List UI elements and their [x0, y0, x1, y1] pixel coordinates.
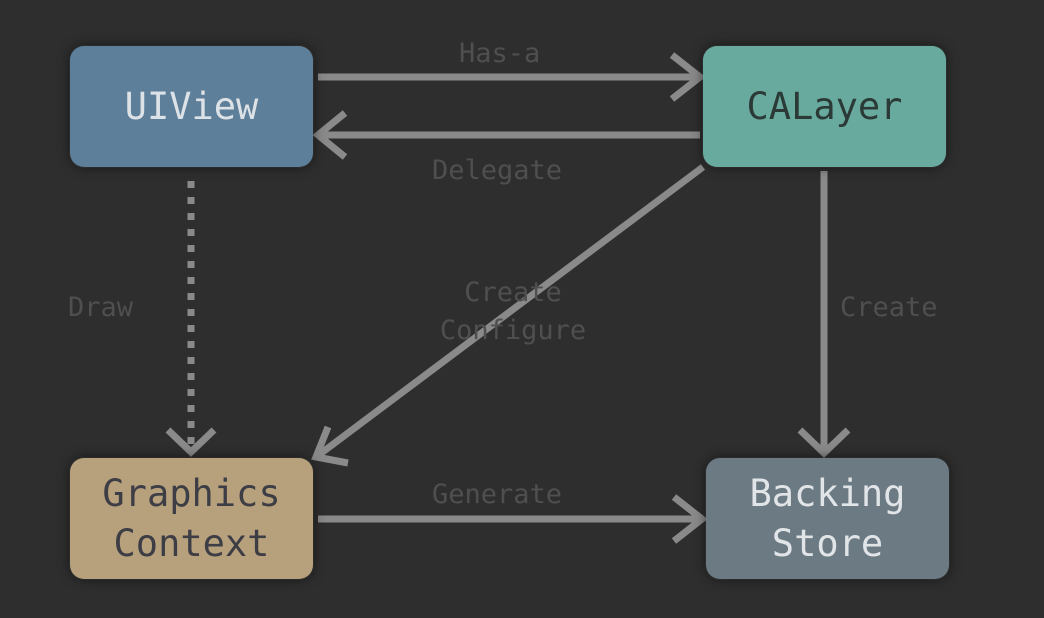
node-backing-store: Backing Store: [706, 458, 949, 579]
node-backing-store-label: Backing Store: [749, 471, 906, 565]
edge-generate-arrowhead: [671, 494, 708, 544]
edge-has-a-arrowhead: [669, 52, 706, 102]
edge-delegate: [312, 110, 700, 160]
edge-label-create-configure: Create Configure: [439, 277, 587, 346]
edge-create: [797, 171, 851, 458]
edge-draw-arrowhead: [165, 427, 217, 457]
edge-label-has-a: Has-a: [459, 38, 541, 69]
edge-label-draw: Draw: [68, 292, 134, 323]
node-graphics-context: Graphics Context: [70, 458, 313, 579]
edge-generate: [318, 494, 708, 544]
edge-draw: [165, 181, 217, 457]
edge-has-a: [318, 52, 706, 102]
node-graphics-context-label: Graphics Context: [102, 471, 281, 565]
node-calayer: CALayer: [703, 46, 946, 167]
edge-create-configure: [311, 164, 706, 467]
node-uiview: UIView: [70, 46, 313, 167]
edge-create-arrowhead: [797, 427, 851, 458]
node-calayer-label: CALayer: [746, 84, 903, 128]
edge-create-configure-arrowhead: [311, 425, 349, 467]
edge-label-delegate: Delegate: [432, 155, 563, 186]
edge-label-create: Create: [840, 292, 938, 323]
node-uiview-label: UIView: [124, 84, 259, 128]
edge-label-generate: Generate: [432, 479, 563, 510]
edge-create-configure-line: [313, 164, 706, 460]
edge-delegate-arrowhead: [312, 110, 348, 160]
